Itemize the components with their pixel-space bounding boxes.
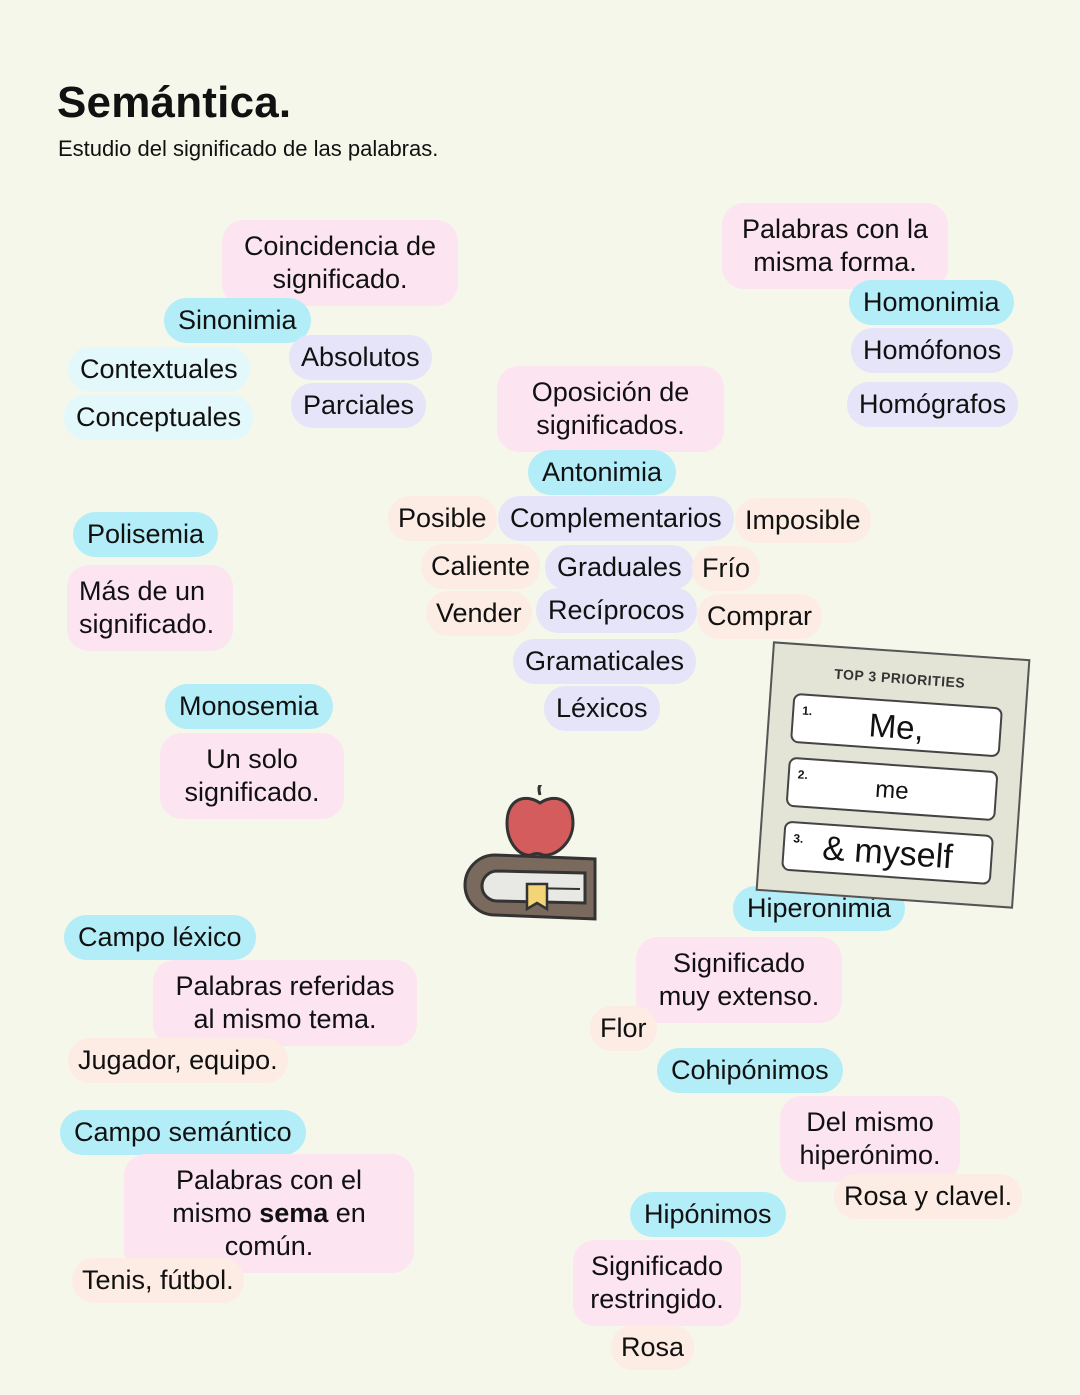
antonimia-type-lexicos: Léxicos <box>544 686 660 731</box>
sinonimia-definition: Coincidencia de significado. <box>222 220 458 306</box>
antonimia-example-vender: Vender <box>426 591 532 636</box>
sinonimia-type-contextuales: Contextuales <box>68 347 250 392</box>
sema-bold: sema <box>259 1198 329 1228</box>
polisemia-definition: Más de un significado. <box>67 565 233 651</box>
sinonimia-type-absolutos: Absolutos <box>289 335 432 380</box>
sticker-item-1: 1. Me, <box>789 692 1003 758</box>
hiperonimia-example: Flor <box>590 1006 657 1051</box>
sinonimia-type-parciales: Parciales <box>291 383 427 428</box>
antonimia-term: Antonimia <box>528 450 677 495</box>
homonimia-definition: Palabras con la misma forma. <box>722 203 948 289</box>
sinonimia-term: Sinonimia <box>164 298 311 343</box>
hiponimos-term: Hipónimos <box>630 1192 786 1237</box>
homonimia-type-homofonos: Homófonos <box>851 328 1014 373</box>
sticker-item-2: 2. me <box>785 756 999 822</box>
sinonimia-type-conceptuales: Conceptuales <box>64 395 254 440</box>
hiponimos-example: Rosa <box>611 1325 695 1370</box>
sticker-title: TOP 3 PRIORITIES <box>833 665 966 691</box>
hiponimos-definition: Significado restringido. <box>573 1240 741 1326</box>
antonimia-definition: Oposición de significados. <box>497 366 724 452</box>
antonimia-example-comprar: Comprar <box>697 594 823 639</box>
cohiponimos-term: Cohipónimos <box>657 1048 843 1093</box>
monosemia-definition: Un solo significado. <box>160 733 344 819</box>
monosemia-term: Monosemia <box>165 684 333 729</box>
campo-lexico-definition: Palabras referidas al mismo tema. <box>153 960 417 1046</box>
antonimia-type-graduales: Graduales <box>545 545 694 590</box>
campo-semantico-definition: Palabras con el mismo sema en común. <box>124 1154 414 1273</box>
antonimia-type-complementarios: Complementarios <box>498 496 734 541</box>
campo-lexico-example: Jugador, equipo. <box>68 1038 288 1083</box>
antonimia-type-gramaticales: Gramaticales <box>513 639 697 684</box>
apple-on-book-icon <box>463 785 597 921</box>
sticker-item-3: 3. & myself <box>781 820 995 886</box>
top-priorities-sticker: TOP 3 PRIORITIES 1. Me, 2. me 3. & mysel… <box>755 641 1031 909</box>
page-title: Semántica. <box>57 78 292 127</box>
antonimia-example-caliente: Caliente <box>421 544 541 589</box>
homonimia-term: Homonimia <box>849 280 1014 325</box>
polisemia-term: Polisemia <box>73 512 219 557</box>
antonimia-example-posible: Posible <box>388 496 497 541</box>
homonimia-type-homografos: Homógrafos <box>847 382 1019 427</box>
antonimia-type-reciprocos: Recíprocos <box>536 588 697 633</box>
cohiponimos-example: Rosa y clavel. <box>834 1174 1023 1219</box>
campo-lexico-term: Campo léxico <box>64 915 256 960</box>
page-subtitle: Estudio del significado de las palabras. <box>58 136 439 161</box>
cohiponimos-definition: Del mismo hiperónimo. <box>780 1096 960 1182</box>
antonimia-example-imposible: Imposible <box>735 498 871 543</box>
hiperonimia-definition: Significado muy extenso. <box>636 937 842 1023</box>
antonimia-example-frio: Frío <box>692 546 761 591</box>
campo-semantico-term: Campo semántico <box>60 1110 306 1155</box>
campo-semantico-example: Tenis, fútbol. <box>72 1258 244 1303</box>
